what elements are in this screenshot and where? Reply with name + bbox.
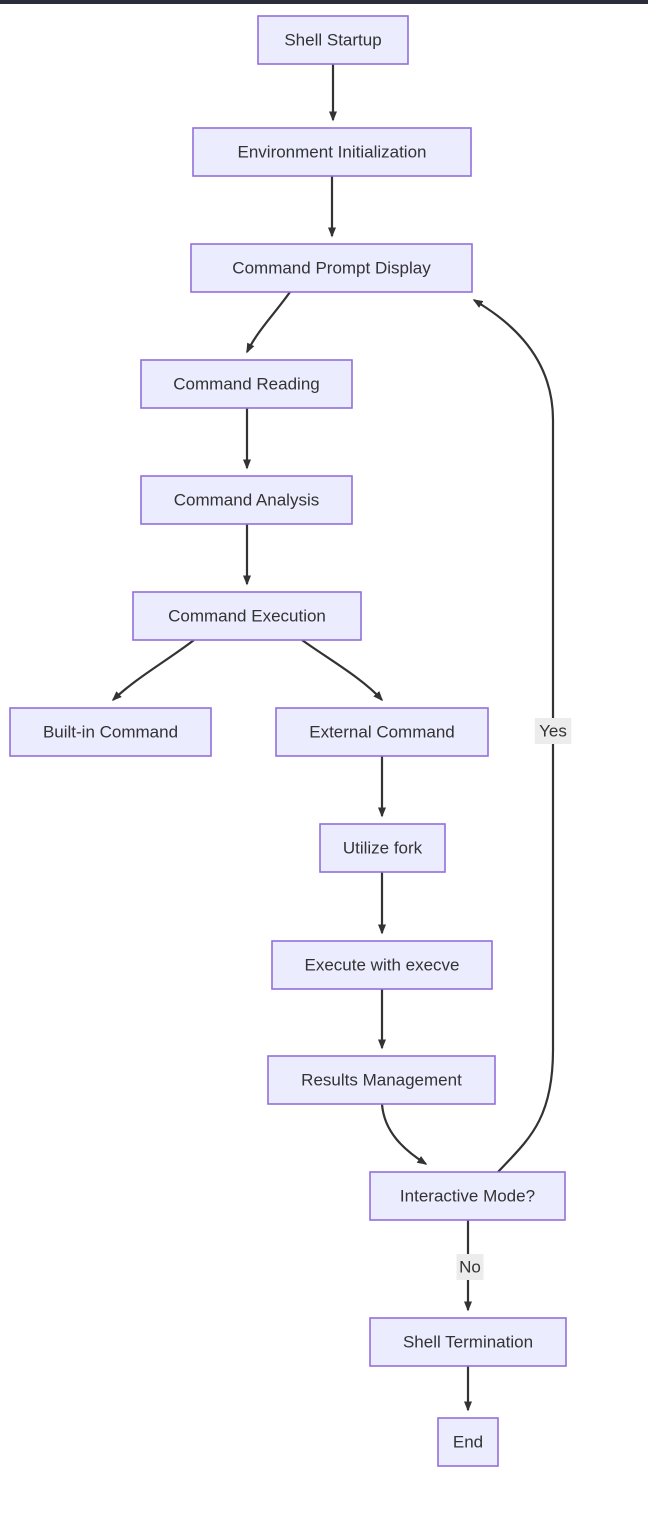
node-end_node[interactable]: End [437, 1417, 499, 1467]
edge-label-bg-lbl_no [456, 1254, 484, 1280]
edge-label-text-lbl_yes: Yes [539, 721, 567, 740]
node-box-interactive[interactable] [369, 1171, 566, 1221]
node-box-external_cmd[interactable] [275, 707, 489, 757]
edge-label-text-lbl_no: No [459, 1257, 481, 1276]
node-interactive[interactable]: Interactive Mode? [369, 1171, 566, 1221]
node-shell_startup[interactable]: Shell Startup [257, 15, 409, 65]
node-external_cmd[interactable]: External Command [275, 707, 489, 757]
node-cmd_execution[interactable]: Command Execution [132, 591, 362, 641]
node-box-cmd_execution[interactable] [132, 591, 362, 641]
node-box-cmd_analysis[interactable] [140, 475, 353, 525]
node-box-prompt_display[interactable] [190, 243, 473, 293]
edge-cmd_execution-to-builtin_cmd [111, 639, 195, 702]
node-box-exec_execve[interactable] [271, 940, 493, 990]
node-shell_term[interactable]: Shell Termination [369, 1317, 567, 1367]
node-box-cmd_reading[interactable] [140, 359, 353, 409]
edge-prompt_display-to-cmd_reading [246, 291, 291, 354]
node-box-builtin_cmd[interactable] [9, 707, 212, 757]
top-accent-bar [0, 0, 648, 4]
node-box-utilize_fork[interactable] [319, 823, 446, 873]
node-cmd_analysis[interactable]: Command Analysis [140, 475, 353, 525]
node-env_init[interactable]: Environment Initialization [192, 127, 472, 177]
node-utilize_fork[interactable]: Utilize fork [319, 823, 446, 873]
node-prompt_display[interactable]: Command Prompt Display [190, 243, 473, 293]
edge-label-lbl_yes: Yes [534, 718, 572, 744]
node-box-end_node[interactable] [437, 1417, 499, 1467]
node-exec_execve[interactable]: Execute with execve [271, 940, 493, 990]
node-box-results_mgmt[interactable] [267, 1055, 496, 1105]
node-box-env_init[interactable] [192, 127, 472, 177]
node-builtin_cmd[interactable]: Built-in Command [9, 707, 212, 757]
edge-label-lbl_no: No [456, 1254, 484, 1280]
edge-results_mgmt-to-interactive [380, 1103, 428, 1165]
edge-label-bg-lbl_yes [534, 718, 572, 744]
edge-cmd_execution-to-external_cmd [301, 639, 384, 702]
node-box-shell_startup[interactable] [257, 15, 409, 65]
node-results_mgmt[interactable]: Results Management [267, 1055, 496, 1105]
node-cmd_reading[interactable]: Command Reading [140, 359, 353, 409]
node-box-shell_term[interactable] [369, 1317, 567, 1367]
